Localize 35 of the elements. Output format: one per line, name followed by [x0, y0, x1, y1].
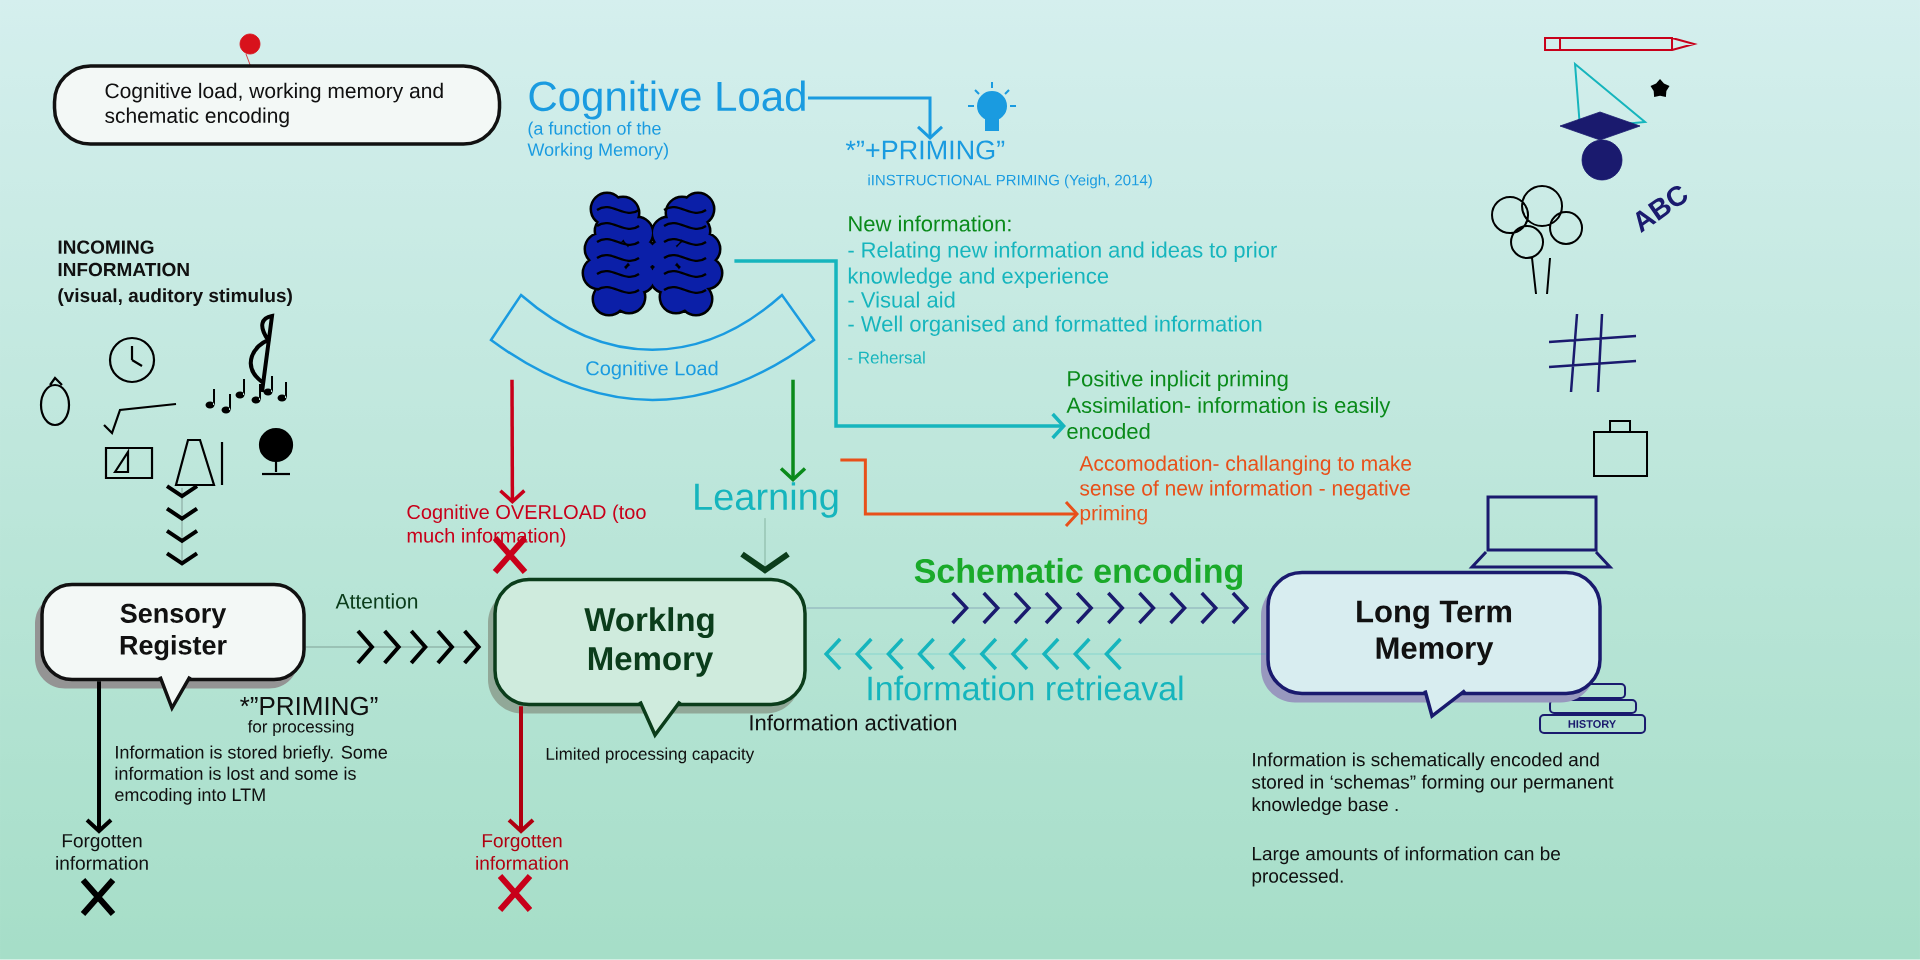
note-text: for processing — [247, 720, 354, 736]
note-text: Accomodation- challanging to make sense of new information - negative priming — [1079, 455, 1412, 525]
arrow — [779, 379, 807, 482]
edge-label: Information retrieaval — [868, 675, 1183, 701]
note-text: Forgotten information — [476, 834, 568, 870]
heading-text: INCOMING INFORMATION (visual, auditory stimulus) — [58, 240, 292, 307]
note-text: Positive inplicit priming Assimilation- information is easily encoded — [1066, 370, 1391, 440]
chevron-arrow — [806, 591, 1250, 625]
chevron-arrow — [305, 629, 482, 665]
note-text: Forgotten information — [56, 834, 148, 870]
title-bubble: Cognitive load, working memory and schematic encoding — [52, 64, 502, 146]
curved-banner: Cognitive Load — [489, 293, 816, 402]
edge-label: Attention — [335, 593, 418, 609]
heading-text: Cognitive Load (a function of the Working Memory) — [527, 80, 805, 160]
priming-text: *”+PRIMING” iINSTRUCTIONAL PRIMING (Yeigh, 2014) — [845, 140, 1152, 189]
arrow — [840, 458, 1079, 527]
note-text: Information is schematically encoded and stored in ‘schemas” forming our permanent knowledge base . — [1251, 752, 1614, 815]
bullet-list: New information: - Relating new information and ideas to prior knowledge and experience - Visual aid - Well organised and formatted information - Rehersal — [848, 215, 1277, 364]
school-icons-drawing — [39, 314, 294, 487]
chevron-arrow — [823, 637, 1267, 671]
chevron-arrow — [165, 484, 199, 566]
label-text: Learning — [695, 482, 838, 518]
arrow — [507, 706, 535, 834]
note-text: Large amounts of information can be processed. — [1252, 846, 1560, 887]
warning-text: Cognitive OVERLOAD (too much information) — [407, 504, 646, 547]
doodle-text: ABC — [1636, 185, 1687, 233]
edge-label: Schematic encoding — [914, 558, 1243, 590]
book-label: HISTORY — [1568, 720, 1616, 728]
note-text: Limited processing capacity — [546, 747, 755, 764]
note-text: Information is stored briefly. Some information is lost and some is emcoding into LTM — [115, 745, 388, 805]
arrow — [499, 379, 526, 504]
arrow — [85, 681, 113, 834]
speech-bubble: Long Term Memory — [1261, 570, 1602, 719]
arrow — [734, 259, 1066, 440]
arrow — [808, 96, 944, 140]
